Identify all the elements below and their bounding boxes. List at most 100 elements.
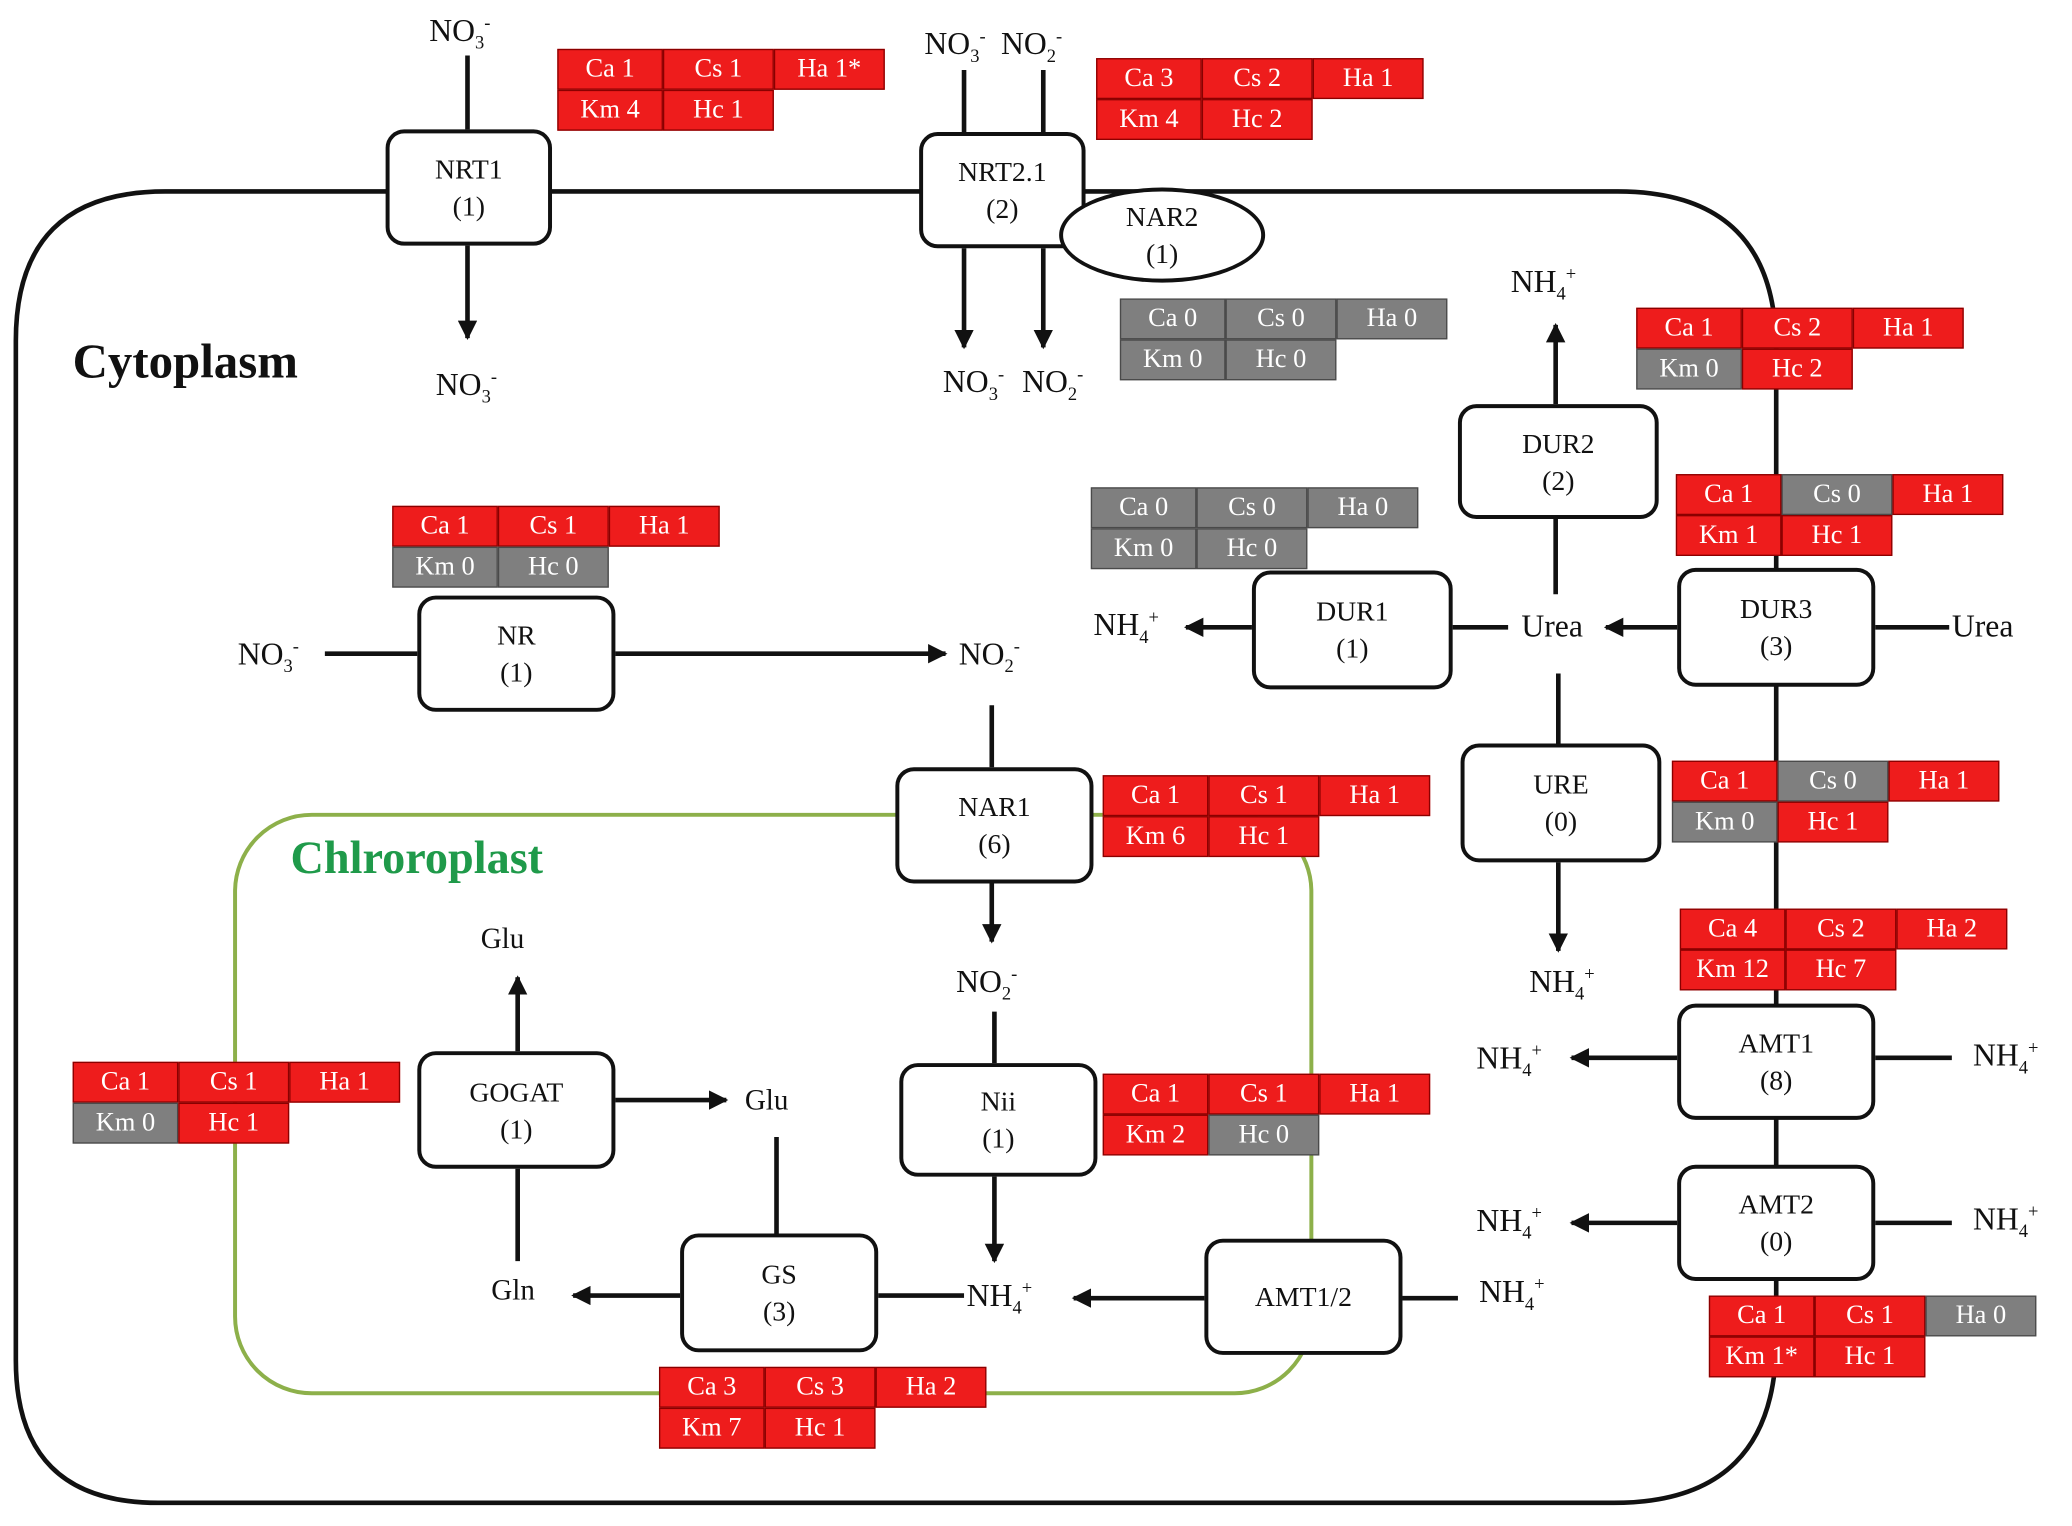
glu-label: Glu bbox=[480, 921, 525, 955]
expression-tag-ha: Ha 1 bbox=[1852, 307, 1964, 349]
expression-tag-km: Km 4 bbox=[557, 89, 663, 131]
expression-tag-hc: Hc 0 bbox=[497, 546, 609, 588]
expression-tag-km: Km 2 bbox=[1102, 1114, 1209, 1156]
expression-tag-ha: Ha 1 bbox=[1892, 474, 2004, 516]
nar1-box: NAR1 (6) bbox=[895, 767, 1094, 884]
urea-label: Urea bbox=[1951, 610, 2014, 645]
nrt21-name: NRT2.1 bbox=[958, 155, 1047, 188]
nh4-label: NH4+ bbox=[1529, 965, 1595, 1005]
nar2-name: NAR2 bbox=[1125, 200, 1199, 233]
nar2-ellipse: NAR2 (1) bbox=[1059, 187, 1266, 283]
expression-tag-km: Km 1* bbox=[1708, 1336, 1815, 1378]
expression-tag-ca: Ca 1 bbox=[1708, 1295, 1815, 1337]
nr-name: NR bbox=[497, 619, 536, 652]
no3-label: NO3- bbox=[429, 14, 491, 54]
nr-count: (1) bbox=[500, 656, 533, 689]
expression-tag-hc: Hc 2 bbox=[1741, 348, 1853, 390]
expression-tag-ca: Ca 1 bbox=[557, 48, 663, 90]
expression-tag-km: Km 0 bbox=[1671, 801, 1778, 843]
expression-tag-km: Km 4 bbox=[1096, 99, 1202, 140]
dur2-box: DUR2 (2) bbox=[1457, 404, 1659, 519]
expression-tag-cs: Cs 0 bbox=[1225, 298, 1337, 340]
ure-count: (0) bbox=[1544, 805, 1578, 838]
gs-count: (3) bbox=[762, 1295, 796, 1328]
expression-tag-ca: Ca 1 bbox=[1675, 474, 1782, 516]
expression-tag-hc: Hc 1 bbox=[1814, 1336, 1926, 1378]
nh4-label: NH4+ bbox=[1476, 1204, 1542, 1244]
expression-tag-cs: Cs 2 bbox=[1741, 307, 1853, 349]
nrt21-box: NRT2.1 (2) bbox=[919, 132, 1086, 249]
amt2-name: AMT2 bbox=[1738, 1188, 1814, 1221]
ure-box: URE (0) bbox=[1460, 743, 1662, 863]
gogat-box: GOGAT(1) bbox=[417, 1051, 616, 1169]
nrt1-box: NRT1(1) bbox=[385, 129, 553, 246]
expression-tag-ha: Ha 1 bbox=[1312, 58, 1424, 100]
expression-tag-ca: Ca 3 bbox=[658, 1366, 765, 1408]
nrt21-count: (2) bbox=[986, 192, 1019, 225]
dur2-count: (2) bbox=[1542, 464, 1575, 496]
expression-tag-km: Km 0 bbox=[1636, 348, 1742, 390]
expression-tag-ha: Ha 1 bbox=[608, 505, 720, 547]
expression-tag-ha: Ha 1* bbox=[773, 48, 885, 90]
amt2-box: AMT2(0) bbox=[1677, 1164, 1876, 1281]
expression-tag-hc: Hc 0 bbox=[1225, 339, 1337, 381]
no2-label: NO2- bbox=[958, 637, 1020, 678]
nrt1-count: (1) bbox=[452, 190, 485, 222]
expression-tag-hc: Hc 1 bbox=[662, 89, 774, 131]
expression-tag-cs: Cs 1 bbox=[1814, 1295, 1926, 1337]
expression-tag-km: Km 0 bbox=[1090, 528, 1197, 570]
expression-tag-ca: Ca 1 bbox=[1671, 760, 1778, 802]
expression-tag-ha: Ha 0 bbox=[1336, 298, 1448, 340]
nh4-label: NH4+ bbox=[1476, 1041, 1542, 1082]
gogat-name: GOGAT bbox=[469, 1075, 564, 1108]
ure-name: URE bbox=[1533, 768, 1589, 801]
no3-label: NO3- bbox=[924, 27, 986, 68]
expression-tag-ca: Ca 0 bbox=[1090, 487, 1197, 529]
dur1-count: (1) bbox=[1336, 632, 1369, 665]
dur2-name: DUR2 bbox=[1522, 427, 1595, 459]
expression-tag-hc: Hc 0 bbox=[1208, 1114, 1320, 1156]
gs-box: GS(3) bbox=[680, 1233, 879, 1353]
nar1-count: (6) bbox=[978, 828, 1011, 860]
nh4-label: NH4+ bbox=[1093, 608, 1159, 649]
chloroplast-label: Chlroroplast bbox=[290, 831, 544, 884]
expression-tag-cs: Cs 2 bbox=[1785, 908, 1897, 950]
expression-tag-km: Km 6 bbox=[1102, 816, 1209, 858]
expression-tag-cs: Cs 1 bbox=[1208, 775, 1320, 817]
expression-tag-cs: Cs 0 bbox=[1196, 487, 1308, 529]
amt1-count: (8) bbox=[1760, 1064, 1793, 1097]
amt12-name: AMT1/2 bbox=[1254, 1280, 1352, 1313]
expression-tag-hc: Hc 7 bbox=[1785, 949, 1897, 991]
nh4-label: NH4+ bbox=[966, 1279, 1033, 1320]
expression-tag-ha: Ha 1 bbox=[1319, 775, 1431, 817]
nh4-label: NH4+ bbox=[1972, 1039, 2039, 1079]
expression-tag-hc: Hc 0 bbox=[1196, 528, 1308, 570]
nar2-count: (1) bbox=[1145, 237, 1179, 270]
expression-tag-ha: Ha 1 bbox=[1319, 1073, 1431, 1115]
cytoplasm-label: Cytoplasm bbox=[72, 335, 298, 390]
expression-tag-cs: Cs 3 bbox=[764, 1366, 876, 1408]
expression-tag-ca: Ca 4 bbox=[1679, 908, 1786, 950]
no3-label: NO3- bbox=[435, 368, 497, 408]
expression-tag-ha: Ha 2 bbox=[1896, 908, 2008, 950]
expression-tag-ca: Ca 3 bbox=[1096, 58, 1202, 100]
dur3-name: DUR3 bbox=[1739, 592, 1813, 625]
expression-tag-hc: Hc 1 bbox=[178, 1102, 290, 1144]
no3-label: NO3- bbox=[942, 365, 1005, 406]
nar1-name: NAR1 bbox=[958, 791, 1031, 823]
expression-tag-ha: Ha 1 bbox=[1888, 760, 2000, 802]
dur1-box: DUR1(1) bbox=[1251, 570, 1453, 690]
expression-tag-km: Km 7 bbox=[658, 1407, 765, 1449]
expression-tag-km: Km 12 bbox=[1679, 949, 1786, 991]
expression-tag-ca: Ca 1 bbox=[392, 505, 498, 547]
expression-tag-ca: Ca 1 bbox=[1102, 775, 1209, 817]
expression-tag-cs: Cs 2 bbox=[1201, 58, 1313, 100]
nh4-label: NH4+ bbox=[1479, 1275, 1545, 1316]
expression-tag-cs: Cs 0 bbox=[1781, 474, 1893, 516]
expression-tag-hc: Hc 1 bbox=[1781, 515, 1893, 556]
nii-count: (1) bbox=[982, 1122, 1015, 1155]
nii-name: Nii bbox=[980, 1085, 1017, 1118]
nh4-label: NH4+ bbox=[1972, 1203, 2039, 1243]
dur3-count: (3) bbox=[1760, 629, 1793, 662]
